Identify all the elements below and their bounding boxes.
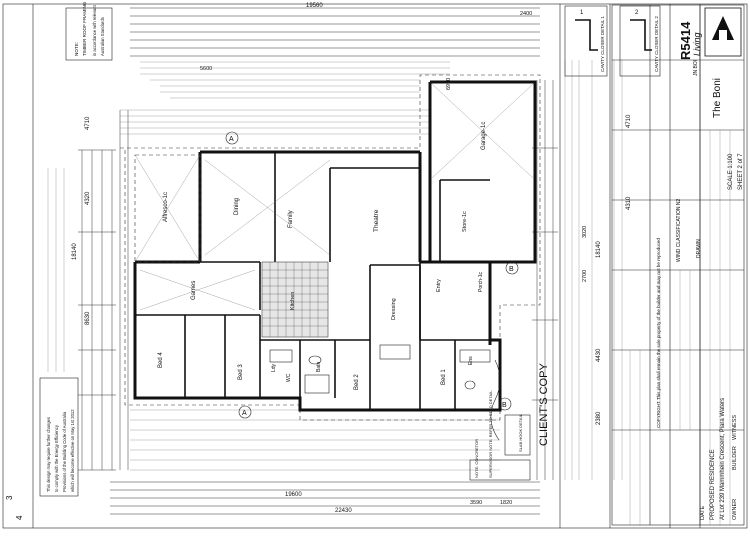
room-store: Store-1c <box>462 211 468 232</box>
dim-mid-b: 3020 <box>582 226 588 238</box>
drawing-title: The Boni <box>712 78 723 118</box>
site-address: At Lot 239 Mammhein Crescent, Piara Wate… <box>720 398 726 520</box>
energy-note-line-3: Provisions of the Building Code of Austr… <box>62 411 67 492</box>
dim-bottom-b: 19600 <box>285 492 302 498</box>
roof-note-line-4: Australian Standards <box>100 17 105 56</box>
detail-marker-2: 2 <box>635 10 639 16</box>
section-b-right: B <box>509 266 514 273</box>
wind-classification: WIND CLASSIFICATION N2 <box>676 199 682 262</box>
room-dressing: Dressing <box>391 298 397 320</box>
sheet-marker-b: 4 <box>15 515 24 520</box>
sheet-border <box>2 3 748 529</box>
dim-bottom-d: 1820 <box>500 500 512 506</box>
alfresco-area <box>134 154 201 263</box>
room-ldy: Ldy <box>271 363 277 372</box>
proposed-residence: PROPOSED RESIDENCE <box>710 449 716 520</box>
dim-top-a: 5600 <box>200 66 212 72</box>
concrete-note: NOTE: CONCRETOR <box>474 439 479 478</box>
company-name: Living <box>692 32 702 56</box>
scale-label: SCALE 1:100 <box>728 153 734 190</box>
job-number-small: JN BOI <box>693 60 699 76</box>
sheet-marker-a: 3 <box>5 495 14 500</box>
dim-top-c: 2400 <box>520 11 532 17</box>
energy-note-line-4: which will become effective on May 1st 2… <box>70 409 75 492</box>
cavity-detail-2: CAVITY CLOSER DETAIL 2 <box>654 16 659 72</box>
room-labels: Alfresco-1c Dining Family Games Kitchen … <box>158 122 487 390</box>
bottom-notes <box>130 409 500 471</box>
slab-hook-note: SLAB HOOK DETAIL <box>518 413 523 452</box>
dim-right-c: 4710 <box>626 114 632 128</box>
room-porch: Porch-1c <box>478 271 484 292</box>
room-bed3: Bed 3 <box>238 364 244 380</box>
garage-roof-lines <box>431 83 534 179</box>
job-number: R5414 <box>678 21 693 60</box>
title-block <box>611 4 745 526</box>
dim-right-b: 4310 <box>626 196 632 210</box>
dim-top-b: 6990 <box>446 78 452 90</box>
dim-right-d: 2380 <box>596 411 602 425</box>
room-wc: WC <box>286 373 292 382</box>
top-hatched-notes <box>120 61 450 135</box>
room-dining: Dining <box>234 198 240 215</box>
room-alfresco: Alfresco-1c <box>163 192 169 222</box>
sheet-label: SHEET 2 of 7 <box>738 153 744 190</box>
builder-label: BUILDER <box>732 446 738 470</box>
room-bed1: Bed 1 <box>441 369 447 385</box>
section-b-bottom: B <box>502 402 507 409</box>
witness-label: WITNESS <box>732 415 738 440</box>
dim-left-total: 18140 <box>72 243 78 260</box>
copyright-note: COPYRIGHT This plan shall remain the sol… <box>656 238 661 428</box>
supervisor-note: SUPERVISOR NOTE: REFER TO STUD DETAIL <box>488 390 493 478</box>
dim-top-total: 19560 <box>306 3 323 9</box>
room-garage: Garage-1c <box>481 122 487 150</box>
energy-note-line-1: This design may require further changes <box>46 417 51 492</box>
section-a-top: A <box>229 136 234 143</box>
drawn-label: DRAWN <box>696 239 702 258</box>
dim-left-b: 4320 <box>85 191 91 205</box>
top-dimension-chain: 19560 2400 6990 5600 <box>130 3 540 90</box>
room-theatre: Theatre <box>373 209 380 232</box>
dim-right-a: 4430 <box>596 348 602 362</box>
left-dimension-notes <box>47 110 129 470</box>
games-roof-lines <box>139 159 331 311</box>
left-dimension-chain: 18140 4710 4320 8630 <box>72 116 116 471</box>
dim-right-total: 18140 <box>596 241 602 258</box>
owner-label: OWNER <box>732 499 738 520</box>
room-games: Games <box>191 281 197 300</box>
room-family: Family <box>288 210 294 228</box>
clients-copy-stamp: CLIENT'S COPY <box>538 363 550 446</box>
wet-area-fixtures <box>269 344 491 394</box>
dim-bottom-total: 22430 <box>335 508 352 514</box>
room-kitchen: Kitchen <box>290 292 296 310</box>
bottom-dimension-chain: 22430 19600 3590 1820 <box>110 481 540 515</box>
room-ens: Ens <box>468 356 474 365</box>
room-bed2: Bed 2 <box>354 374 360 390</box>
dim-bottom-c: 3590 <box>470 500 482 506</box>
dim-left-c: 4710 <box>85 116 91 130</box>
dim-left-a: 8630 <box>85 311 91 325</box>
roof-note-line-1: NOTE: <box>74 42 79 56</box>
roof-note-box <box>65 7 113 61</box>
cavity-detail-1: CAVITY CLOSER DETAIL 1 <box>600 16 605 72</box>
date-label: DATE <box>700 505 706 520</box>
right-dimension-chain: 18140 4710 4310 4430 2380 3020 2700 <box>532 80 632 480</box>
company-logo: Living <box>692 7 742 57</box>
dim-mid-c: 2700 <box>582 270 588 282</box>
client-copy-block: CLIENT'S COPY SLAB HOOK DETAIL NOTE: CON… <box>469 359 550 481</box>
room-bed4: Bed 4 <box>158 352 164 368</box>
roof-note-line-3: in accordance with relevant <box>92 4 97 56</box>
detail-marker-1: 1 <box>580 10 584 16</box>
kitchen-tiles <box>261 261 329 338</box>
room-entry: Entry <box>436 279 442 292</box>
roof-note-line-2: TIMBER ROOF FRAMING <box>82 1 87 56</box>
cavity-closer-details: CAVITY CLOSER DETAIL 1 CAVITY CLOSER DET… <box>564 5 661 77</box>
internal-walls <box>135 152 500 410</box>
energy-note-box <box>39 377 79 497</box>
energy-note-line-2: to comply with the Energy Efficiency <box>54 424 59 492</box>
section-markers: A A B B <box>225 131 519 419</box>
section-a-bottom: A <box>242 410 247 417</box>
room-bath: Bath <box>316 361 322 372</box>
